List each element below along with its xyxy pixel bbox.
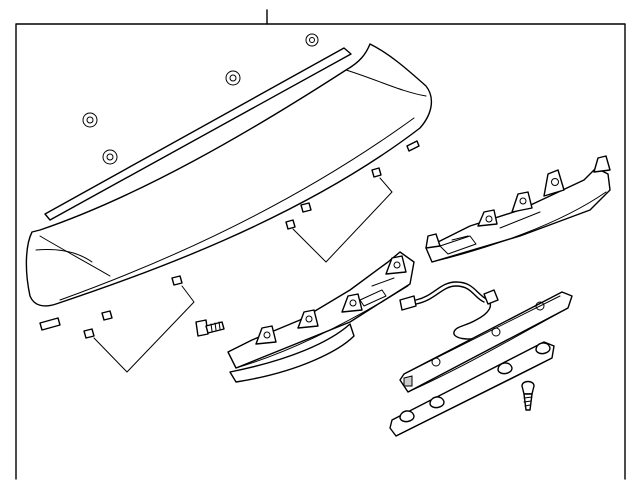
mounting-bracket (389, 341, 555, 437)
mounting-bracket (227, 251, 415, 383)
spoiler-seal-strip (44, 47, 352, 221)
grommet (225, 70, 241, 86)
screw (521, 380, 535, 411)
grommet (305, 33, 319, 47)
lamp-wiring-harness (399, 281, 499, 340)
clip (39, 140, 420, 339)
bolt (195, 319, 225, 337)
grommet (102, 149, 118, 165)
rear-spoiler (25, 43, 433, 307)
high-mount-stop-lamp (399, 291, 573, 393)
grommet (82, 112, 98, 128)
diagram-frame (15, 9, 626, 480)
leader-lines (93, 177, 393, 373)
mounting-bracket (425, 155, 611, 263)
